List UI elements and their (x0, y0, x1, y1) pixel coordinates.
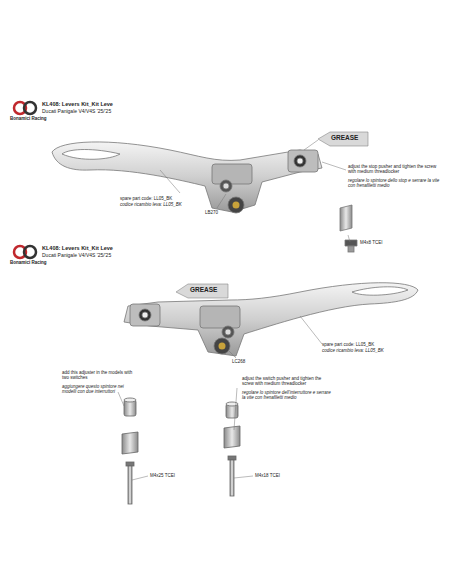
brand-logo (14, 102, 36, 258)
part-code-it: codice ricambio leva: LL05_BK (322, 348, 384, 353)
grease-tag (176, 284, 228, 298)
grease-tag (318, 132, 368, 146)
screw-spec: M4x25 TCEI (150, 473, 175, 478)
assembly-note: adjust the stop pusher and tighten the s… (348, 164, 440, 174)
kit-title: KL408: Levers Kit_Kit Leve (42, 245, 113, 251)
clutch-lever-bottom (124, 283, 418, 356)
adjuster-parts (122, 398, 240, 504)
screw-spec: M4x18 TCEI (255, 473, 280, 478)
stop-pusher-top (340, 205, 357, 252)
assembly-note-it: aggiungere questo spintore nei modelli c… (62, 384, 134, 394)
grease-label: GREASE (331, 134, 358, 141)
model-subtitle: Ducati Panigale V4/V4S '25/'25 (42, 253, 111, 259)
part-code-it: codice ricambio leva: LL05_BK (120, 202, 182, 207)
assembly-note-it: regolare lo spintore dell'interruttore e… (242, 390, 334, 400)
assembly-note: add this adjuster in the models with two… (62, 370, 134, 380)
assembly-note-it: regolare lo spintore dello stop e serrar… (348, 178, 440, 188)
brand-name: Bonamici Racing (10, 260, 47, 265)
part-number: LC268 (232, 359, 245, 364)
brake-lever-top (52, 142, 322, 213)
leader-line (160, 140, 350, 242)
screw-spec: M4x8 TCEI (360, 240, 382, 245)
part-number: LB270 (205, 210, 218, 215)
assembly-note: adjust the switch pusher and tighten the… (242, 376, 334, 386)
model-subtitle: Ducati Panigale V4/V4S '25/'25 (42, 109, 111, 115)
part-code: spare part code: LL05_BK (322, 342, 374, 347)
brand-name: Bonamici Racing (10, 116, 47, 121)
kit-title: KL408: Levers Kit_Kit Leve (42, 101, 113, 107)
grease-label: GREASE (190, 286, 217, 293)
part-code: spare part code: LL05_BK (120, 196, 172, 201)
